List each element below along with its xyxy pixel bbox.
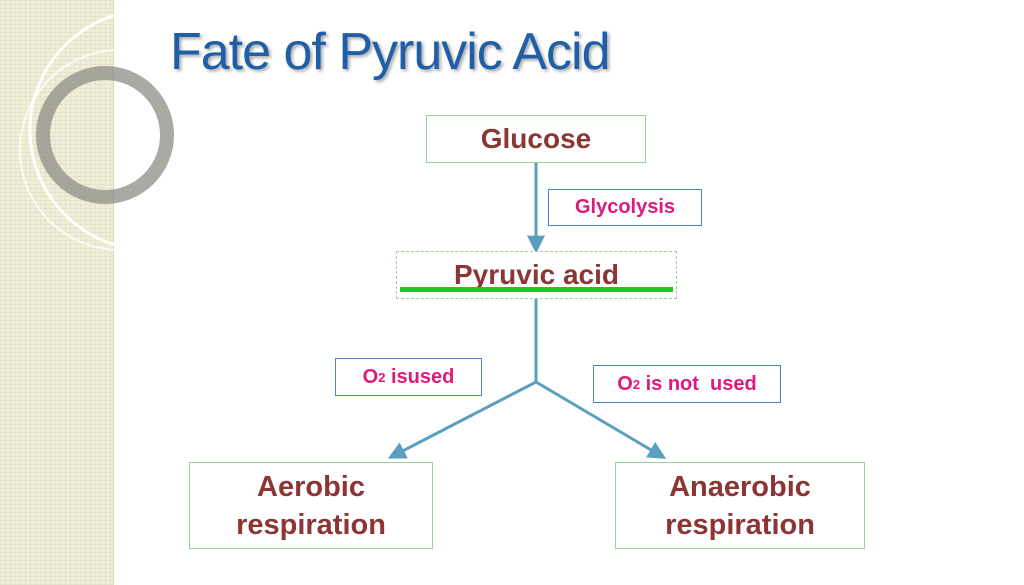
o2-used-o: O	[362, 365, 379, 388]
o2-used-rest: isused	[385, 365, 455, 388]
arrow-to-anaerobic	[535, 380, 667, 459]
o2-not-used-sub: 2	[632, 376, 641, 392]
glycolysis-label: Glycolysis	[548, 189, 702, 226]
o2-not-used-o: O	[617, 372, 633, 395]
anaerobic-line-1: Anaerobic	[669, 470, 811, 503]
aerobic-line-2: respiration	[236, 508, 386, 541]
pyruvic-underline	[400, 287, 673, 292]
o2-not-used-rest: is not used	[640, 372, 757, 395]
anaerobic-line-2: respiration	[665, 508, 815, 541]
arrow-to-aerobic	[387, 380, 537, 459]
page-title: Fate of Pyruvic Acid	[170, 23, 611, 81]
aerobic-respiration-node: Aerobic respiration	[189, 462, 433, 549]
o2-used-sub: 2	[378, 369, 386, 385]
pyruvic-acid-text: Pyruvic acid	[454, 259, 619, 290]
decorative-rings	[19, 8, 200, 252]
aerobic-line-1: Aerobic	[257, 470, 365, 503]
glucose-node: Glucose	[426, 115, 646, 163]
anaerobic-respiration-node: Anaerobic respiration	[615, 462, 865, 549]
